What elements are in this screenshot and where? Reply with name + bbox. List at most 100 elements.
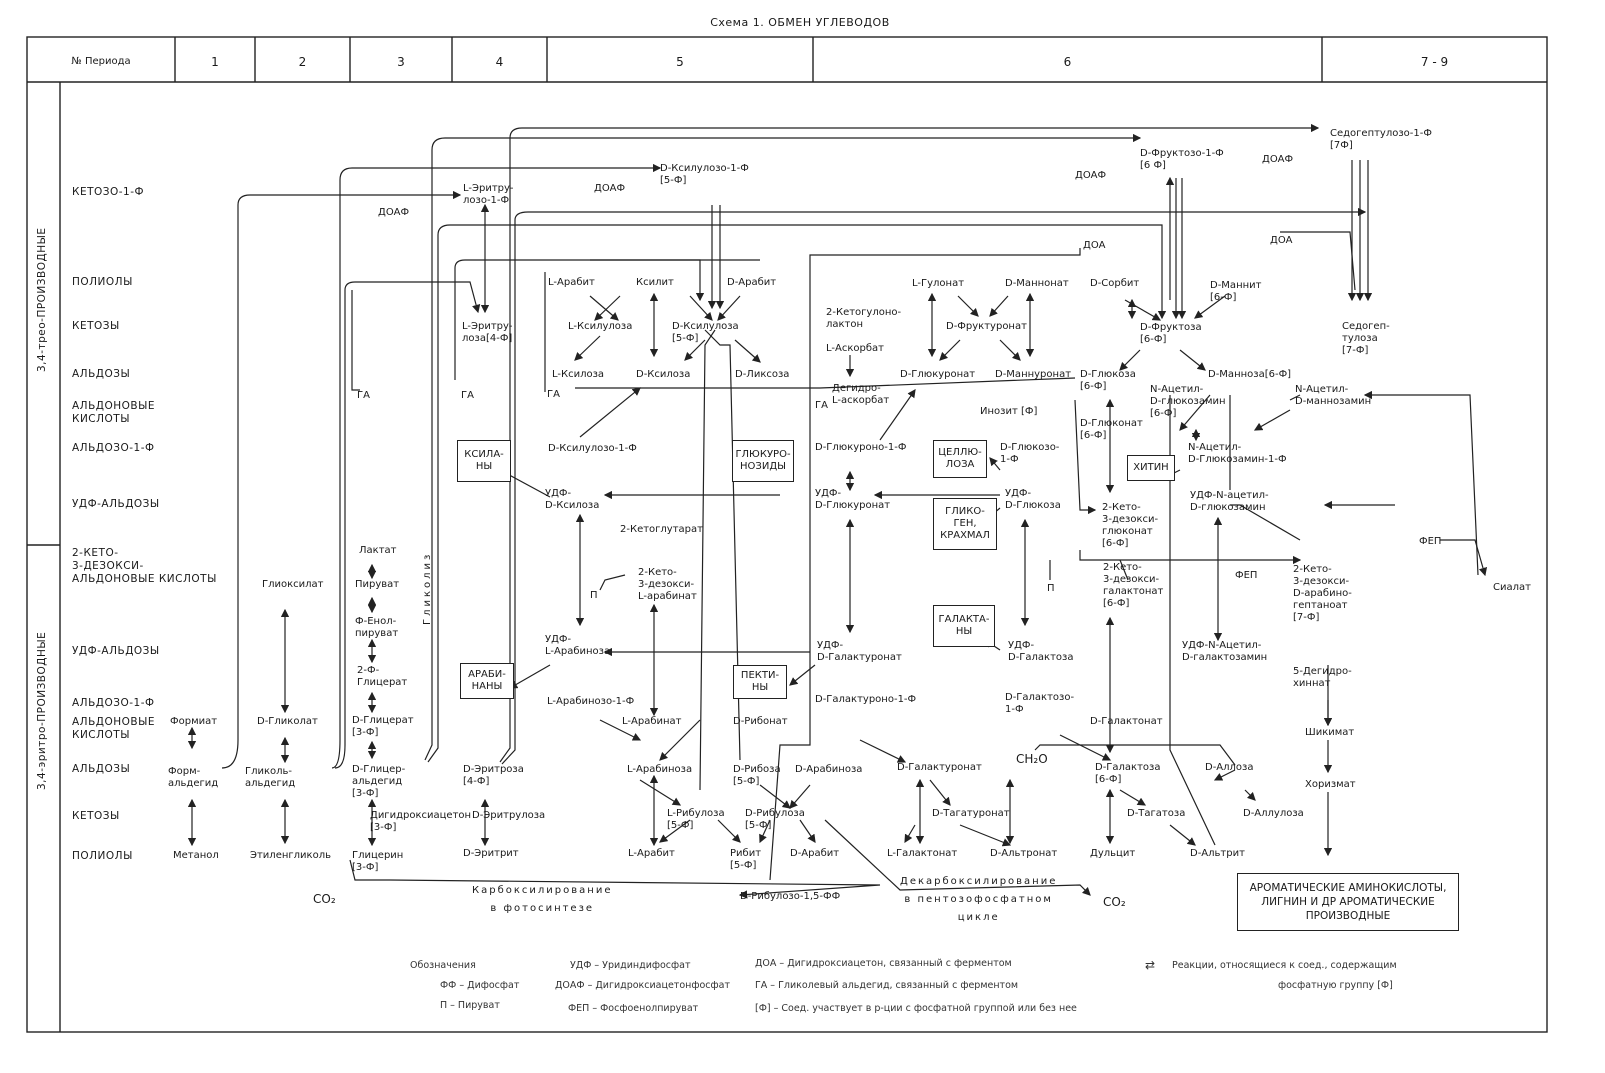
legend-doa: ДОА – Дигидроксиацетон, связанный с ферм… — [755, 958, 1012, 969]
node-l-arabit-b: L-Арабит — [628, 848, 675, 859]
legend-fep: ФЕП – Фосфоенолпируват — [568, 1003, 699, 1014]
period-label: № Периода — [71, 56, 131, 67]
node-sedogeptulozo-1f: Седогептулозо-1-Ф [7Ф] — [1330, 128, 1432, 151]
node-co2-right: CO₂ — [1103, 895, 1126, 909]
node-udf-n-acetil-gal: УДФ-N-Ацетил- D-галактозамин — [1182, 640, 1268, 663]
node-udf-ksiloza: УДФ- D-Ксилоза — [545, 488, 600, 511]
node-keto-galaktonat: 2-Кето- 3-дезокси- галактонат [6-Ф] — [1103, 562, 1164, 609]
node-d-alluloza: D-Аллулоза — [1243, 808, 1304, 819]
node-l-ksiloza: L-Ксилоза — [552, 369, 605, 380]
node-p-2: П — [1047, 583, 1055, 594]
node-d-glyukuronat: D-Глюкуронат — [900, 369, 976, 380]
node-inozit: Инозит [Ф] — [980, 406, 1038, 417]
node-d-galaktozo-1f: D-Галактозо- 1-Ф — [1005, 692, 1075, 715]
node-d-ksiloza: D-Ксилоза — [636, 369, 691, 380]
box-glyukuronozidy: ГЛЮКУРО- НОЗИДЫ — [732, 440, 794, 482]
node-d-liksoza: D-Ликсоза — [735, 369, 790, 380]
node-d-mannonat: D-Маннонат — [1005, 278, 1069, 289]
legend-ff: ФФ – Дифосфат — [440, 980, 520, 991]
node-n-acetil-glyukozamin-1f: N-Ацетил- D-Глюкозамин-1-Ф — [1188, 442, 1287, 465]
node-d-ribonat: D-Рибонат — [733, 716, 788, 727]
node-n-acetil-mannozamin: N-Ацетил- D-маннозамин — [1295, 384, 1372, 407]
node-d-ksilulozo-1f-b: D-Ксилулозо-1-Ф — [548, 443, 637, 454]
row-label: КЕТОЗЫ — [72, 810, 120, 822]
node-d-sorbit: D-Сорбит — [1090, 278, 1140, 289]
node-d-arabit-b: D-Арабит — [790, 848, 840, 859]
node-d-ksiluloza: D-Ксилулоза [5-Ф] — [672, 321, 739, 344]
row-label: КЕТОЗО-1-Ф — [72, 186, 145, 198]
node-ga-2: ГА — [461, 390, 474, 401]
row-label: АЛЬДОЗЫ — [72, 368, 131, 380]
node-ribit: Рибит [5-Ф] — [730, 848, 762, 871]
node-degidro: Дегидро- L-аскорбат — [832, 383, 890, 406]
node-dulcit: Дульцит — [1090, 848, 1136, 859]
node-d-ksilulozo-1f: D-Ксилулозо-1-Ф [5-Ф] — [660, 163, 749, 186]
node-d-glicerat: D-Глицерат [3-Ф] — [352, 715, 414, 738]
node-udf-arabinoza: УДФ- L-Арабиноза — [545, 634, 611, 657]
node-n-acetil-glyukozamin: N-Ацетил- D-глюкозамин [6-Ф] — [1150, 384, 1226, 419]
node-l-askorbat: L-Аскорбат — [826, 343, 884, 354]
box-cellyuloza: ЦЕЛЛЮ- ЛОЗА — [933, 440, 987, 478]
node-udf-galakturonat: УДФ- D-Галактуронат — [817, 640, 902, 663]
node-glioksilat: Глиоксилат — [262, 579, 324, 590]
legend-ga: ГА – Гликолевый альдегид, связанный с фе… — [755, 980, 1019, 991]
node-keto-arabino-geptanoat: 2-Кето- 3-дезокси- D-арабино- гептаноат … — [1293, 564, 1352, 623]
node-d-galaktoza: D-Галактоза [6-Ф] — [1095, 762, 1161, 785]
row-label: АЛЬДОНОВЫЕ КИСЛОТЫ — [72, 716, 156, 741]
node-d-eritrit: D-Эритрит — [463, 848, 519, 859]
node-d-glyukoza-top: D-Глюкоза [6-Ф] — [1080, 369, 1136, 392]
node-doaf-4: ДОАФ — [1262, 154, 1294, 165]
node-l-ribuloza: L-Рибулоза [5-Ф] — [667, 808, 725, 831]
node-doaf-1: ДОАФ — [378, 207, 410, 218]
legend-p: П – Пируват — [440, 1000, 500, 1011]
node-f2-glicerat: 2-Ф- Глицерат — [357, 665, 408, 688]
node-d-eritroza: D-Эритроза [4-Ф] — [463, 764, 524, 787]
node-d-altronat: D-Альтронат — [990, 848, 1058, 859]
node-glikolaldegid: Гликоль- альдегид — [245, 766, 296, 789]
node-udf-galaktoza: УДФ- D-Галактоза — [1008, 640, 1074, 663]
node-d-glikolat: D-Гликолат — [257, 716, 318, 727]
node-dekarboks: Декарбоксилирование в пентозофосфатном ц… — [900, 876, 1058, 923]
node-d-arabinoza: D-Арабиноза — [795, 764, 863, 775]
node-d-riboza: D-Рибоза [5-Ф] — [733, 764, 781, 787]
side-label-eritro: 3,4-эритро-ПРОИЗВОДНЫЕ — [36, 631, 48, 790]
node-ga-4: ГА — [815, 400, 828, 411]
period-4: 4 — [495, 55, 504, 69]
node-ga-3: ГА — [547, 389, 560, 400]
row-label: КЕТОЗЫ — [72, 320, 120, 332]
row-label: ПОЛИОЛЫ — [72, 850, 133, 862]
node-metanol: Метанол — [173, 850, 219, 861]
node-formiat: Формиат — [170, 716, 218, 727]
legend-udf: УДФ – Уридиндифосфат — [570, 960, 691, 971]
box-hitin: ХИТИН — [1127, 455, 1175, 481]
node-digidroksiaceton: Дигидроксиацетон [3-Ф] — [370, 810, 472, 833]
node-d-mannuronat: D-Маннуронат — [995, 369, 1072, 380]
node-keto-glyukonat: 2-Кето- 3-дезокси- глюконат [6-Ф] — [1102, 502, 1159, 549]
node-d-fruktoza: D-Фруктоза [6-Ф] — [1140, 322, 1202, 345]
node-karboks: Карбоксилирование в фотосинтезе — [472, 885, 613, 914]
node-doaf-3: ДОАФ — [1075, 170, 1107, 181]
node-d-glyukozo-1f: D-Глюкозо- 1-Ф — [1000, 442, 1060, 465]
legend-arrows: Реакции, относящиеся к соед., содержащим — [1172, 960, 1397, 971]
node-l-eritruloza: L-Эритру- лоза[4-Ф] — [462, 321, 513, 344]
node-d-ribulozo-ff: D-Рибулозо-1,5-ФФ — [740, 891, 841, 902]
node-horizmat: Хоризмат — [1305, 779, 1356, 790]
row-label: 2-КЕТО- 3-ДЕЗОКСИ- АЛЬДОНОВЫЕ КИСЛОТЫ — [72, 547, 217, 585]
legend-arrows-2: фосфатную группу [Ф] — [1278, 980, 1393, 991]
label-glikoliz: Гликолиз — [422, 551, 433, 625]
node-co2-left: CO₂ — [313, 892, 336, 906]
node-l-arabinat: L-Арабинат — [622, 716, 682, 727]
node-d-alloza: D-Аллоза — [1205, 762, 1254, 773]
row-label: ПОЛИОЛЫ — [72, 276, 133, 288]
node-d-fruktozo-1f: D-Фруктозо-1-Ф [6 Ф] — [1140, 148, 1224, 171]
node-keto-arabinat: 2-Кето- 3-дезокси- L-арабинат — [638, 567, 697, 602]
row-label: УДФ-АЛЬДОЗЫ — [72, 645, 160, 657]
node-degidro-hinat: 5-Дегидро- хиннат — [1293, 666, 1352, 689]
row-label: АЛЬДОНОВЫЕ КИСЛОТЫ — [72, 400, 156, 425]
row-label: УДФ-АЛЬДОЗЫ — [72, 498, 160, 510]
period-7-9: 7 - 9 — [1420, 55, 1449, 69]
node-doa-1: ДОА — [1083, 240, 1106, 251]
period-5: 5 — [676, 55, 684, 69]
legend-heading: Обозначения — [410, 960, 476, 971]
